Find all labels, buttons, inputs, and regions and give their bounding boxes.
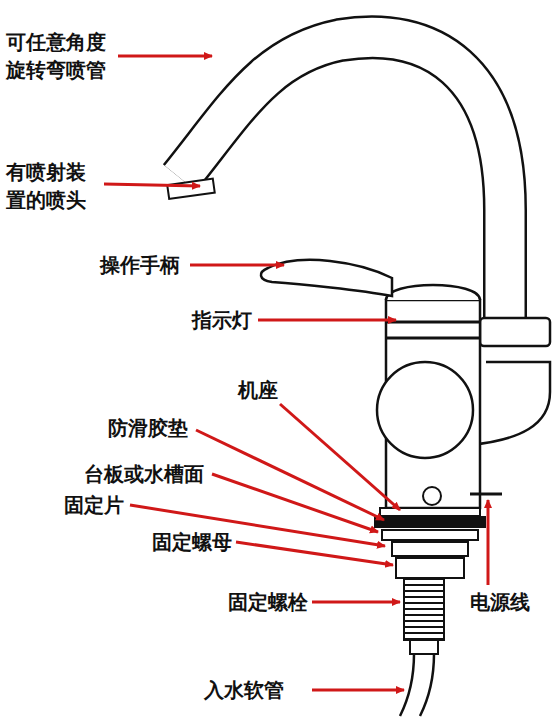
leader-lines xyxy=(104,56,488,690)
part-label: 入水软管 xyxy=(204,676,284,704)
part-label: 指示灯 xyxy=(192,306,252,334)
heater-bulge xyxy=(377,362,473,458)
bolt xyxy=(404,578,444,640)
part-label: 固定螺栓 xyxy=(228,588,308,616)
elbow xyxy=(470,362,550,445)
spout xyxy=(167,37,505,332)
part-label: 电源线 xyxy=(470,588,530,616)
part-label: 操作手柄 xyxy=(100,251,180,279)
swivel-collar xyxy=(480,318,550,346)
nut xyxy=(396,558,464,578)
indicator-band xyxy=(386,321,480,324)
part-label: 防滑胶垫 xyxy=(108,414,188,442)
part-label: 有喷射装 置的喷头 xyxy=(6,158,92,214)
part-label: 固定螺母 xyxy=(152,528,232,556)
part-label: 台板或水槽面 xyxy=(84,460,204,488)
part-label: 固定片 xyxy=(64,491,124,519)
hose xyxy=(400,654,434,716)
power-cord xyxy=(470,493,502,496)
part-label: 机座 xyxy=(238,376,278,404)
gasket xyxy=(374,516,486,528)
part-label: 可任意角度 旋转弯喷管 xyxy=(6,28,112,84)
